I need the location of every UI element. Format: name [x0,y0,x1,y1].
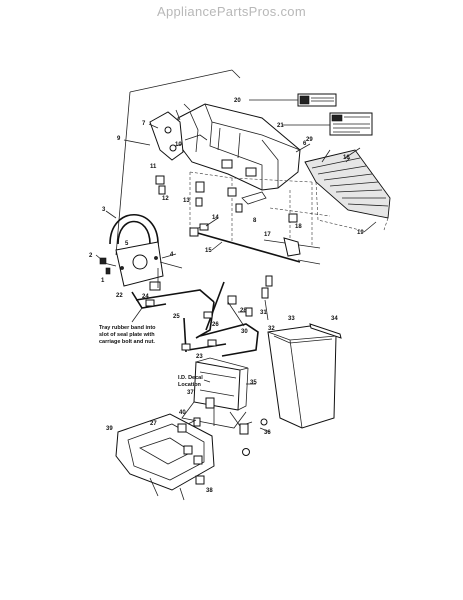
part-label: 8 [253,218,257,224]
part-label: 27 [150,421,157,427]
part-label: 36 [264,430,271,436]
part-label: 20 [234,98,241,104]
part-label: 25 [173,314,180,320]
note-line: Tray rubber band into [99,325,156,331]
part-label: 13 [183,198,190,204]
part-label: 30 [241,329,248,335]
seal-plate [99,241,183,287]
part-label: 22 [116,293,123,299]
support-frame [181,357,253,435]
decal-location-callout: I.D. Decal Location [178,375,211,388]
collection-bag [267,325,337,429]
part-label: 2 [89,253,93,259]
part-label: 7 [142,121,146,127]
assembly-note: Tray rubber band into slot of seal plate… [99,307,156,345]
bag-handle [309,323,342,339]
dashed-frame [189,171,331,250]
callout-line: Location [178,382,202,388]
part-label: 37 [187,390,194,396]
part-label: 34 [331,316,338,322]
mounting-tubes [131,268,269,357]
grass-screen [304,147,391,231]
base-plate [115,413,268,501]
part-label: 28 [240,308,247,314]
part-label: 6 [303,141,307,147]
part-label: 14 [212,215,219,221]
part-label: 3 [102,207,106,213]
part-label: 1 [101,278,105,284]
part-label: 31 [260,310,267,316]
part-label: 19 [357,230,364,236]
part-label: 39 [106,426,113,432]
part-label: 26 [212,322,219,328]
callout-line: I.D. Decal [178,375,203,381]
part-label: 12 [162,196,169,202]
part-label: 29 [306,137,313,143]
part-label: 5 [125,241,129,247]
warning-decal-side [282,112,373,136]
leader-lines [95,123,377,433]
part-label: 9 [117,136,121,142]
part-label: 24 [142,294,149,300]
part-label: 17 [264,232,271,238]
warning-decal-top [249,93,337,107]
deflector-bracket [149,111,184,161]
part-label: 35 [250,380,257,386]
part-label: 33 [288,316,295,322]
note-line: slot of seal plate with [99,332,155,338]
part-label: 18 [295,224,302,230]
part-label: 21 [277,123,284,129]
part-label: 11 [150,164,157,170]
watermark: AppliancePartsPros.com [157,4,306,19]
part-label: 15 [205,248,212,254]
rubber-band [109,213,159,245]
frame-lines [115,69,241,256]
note-line: carriage bolt and nut. [99,339,155,345]
part-label: 40 [179,410,186,416]
part-label: 38 [206,488,213,494]
part-label: 32 [268,326,275,332]
part-label: 16 [343,155,350,161]
hardware [155,103,273,319]
bagger-hood [177,103,301,191]
part-label: 23 [196,354,203,360]
